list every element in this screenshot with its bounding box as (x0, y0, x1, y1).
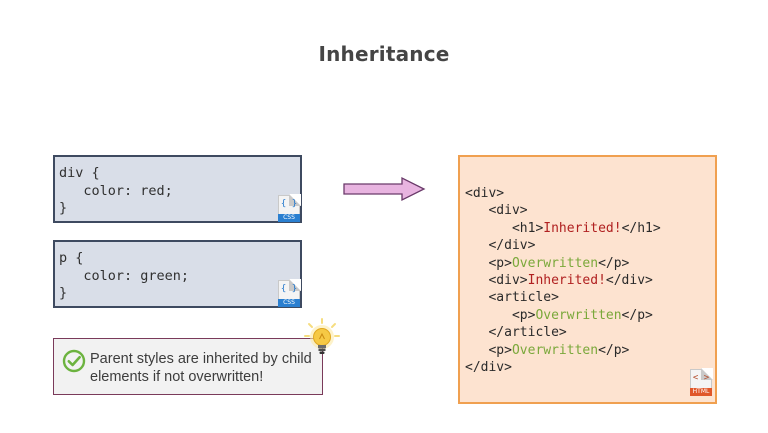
tip-text: Parent styles are inherited by child ele… (90, 351, 312, 385)
inherited-text: Inherited! (527, 272, 606, 288)
code-line: } (59, 285, 68, 301)
overwritten-text: Overwritten (511, 255, 599, 271)
slide-title: Inheritance (318, 42, 450, 66)
css-code: p { color: green; } (59, 250, 189, 303)
overwritten-text: Overwritten (535, 307, 622, 323)
html-result-box: <div> <div> <h1>Inherited!</h1> </div> <… (458, 155, 717, 404)
code-line: div { (59, 165, 100, 181)
overwritten-text: Overwritten (511, 342, 599, 358)
html-line: </article> (465, 325, 567, 341)
html-line: </div> (465, 359, 512, 375)
html-code: <div> <div> <h1>Inherited!</h1> </div> <… (465, 185, 661, 376)
html-line: <p>Overwritten</p> (465, 342, 630, 358)
check-circle-icon (62, 349, 86, 373)
html-line: <div> (465, 186, 505, 201)
inherited-text: Inherited! (543, 220, 622, 236)
html-line: <article> (465, 290, 559, 306)
html-line: <p>Overwritten</p> (465, 307, 653, 323)
html-file-icon: < > HTML (690, 368, 713, 396)
css-file-icon: { } CSS (278, 279, 301, 307)
code-line: } (59, 200, 68, 216)
right-arrow-icon (343, 176, 426, 202)
css-rule-p: p { color: green; } { } CSS (53, 240, 302, 308)
css-rule-div: div { color: red; } { } CSS (53, 155, 302, 223)
code-line: color: red; (59, 182, 173, 199)
html-line: <div>Inherited!</div> (465, 272, 653, 288)
css-file-icon: { } CSS (278, 194, 301, 222)
html-line: <h1>Inherited!</h1> (465, 220, 661, 236)
html-line: <div> (465, 203, 528, 219)
html-line: <p>Overwritten</p> (465, 255, 630, 271)
tip-box: Parent styles are inherited by child ele… (53, 338, 323, 395)
code-line: color: green; (59, 267, 190, 284)
css-code: div { color: red; } (59, 165, 173, 218)
code-line: p { (59, 250, 84, 266)
html-line: </div> (465, 238, 536, 254)
lightbulb-icon (304, 318, 340, 354)
